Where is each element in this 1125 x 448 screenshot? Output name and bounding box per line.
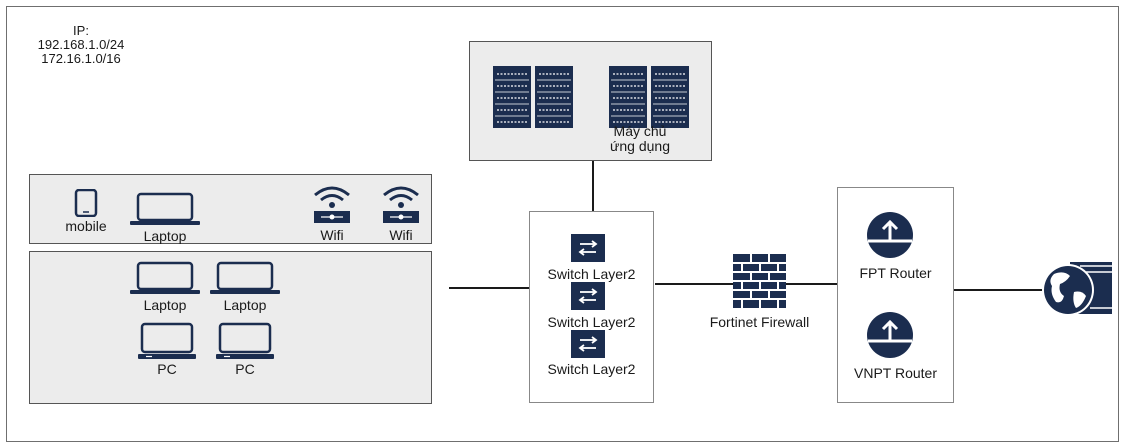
pc-1-label: PC	[157, 361, 177, 377]
router-icon	[866, 311, 914, 359]
internet-globe-icon	[1040, 262, 1114, 318]
mobile-icon	[74, 189, 98, 217]
fpt-router-label: FPT Router	[859, 265, 932, 281]
laptop-label: Laptop	[143, 228, 187, 244]
server-label-line-1: Máy chủ	[613, 123, 667, 139]
wired-zone	[29, 251, 432, 404]
router-icon	[866, 211, 914, 259]
laptop-icon	[130, 192, 200, 228]
ip-info: IP: 192.168.1.0/24 172.16.1.0/16	[26, 24, 136, 66]
switch-icon	[571, 330, 605, 358]
switch-to-firewall-line	[655, 283, 733, 285]
switch-3-label: Switch Layer2	[547, 361, 636, 377]
vnpt-router-label: VNPT Router	[854, 365, 937, 381]
server-rack-icon	[609, 66, 689, 128]
switch-icon	[571, 234, 605, 262]
wifi-2-label: Wifi	[389, 227, 413, 243]
lan-to-switch-line	[449, 287, 529, 289]
ip-subnet-2: 172.16.1.0/16	[41, 51, 121, 66]
switch-1-label: Switch Layer2	[547, 266, 636, 282]
server-label-line-2: ứng dụng	[610, 138, 670, 154]
wifi-icon	[381, 182, 421, 224]
server-rack-icon	[493, 66, 573, 128]
router-to-internet-line	[954, 289, 1042, 291]
firewall-icon	[733, 254, 786, 308]
switch-icon	[571, 282, 605, 310]
switch-2-label: Switch Layer2	[547, 314, 636, 330]
wifi-1-label: Wifi	[320, 227, 344, 243]
laptop-icon	[130, 261, 200, 297]
diagram-frame	[6, 6, 1119, 442]
server-to-switch-line	[592, 161, 594, 212]
desktop-pc-icon	[216, 322, 274, 362]
pc-2-label: PC	[235, 361, 255, 377]
laptop-2-label: Laptop	[223, 297, 267, 313]
ip-subnet-1: 192.168.1.0/24	[37, 37, 125, 52]
server-label: Máy chủ ứng dụng	[600, 124, 680, 154]
firewall-to-router-line	[786, 283, 837, 285]
mobile-label: mobile	[65, 218, 107, 234]
firewall-label: Fortinet Firewall	[709, 314, 810, 330]
ip-title: IP:	[73, 23, 89, 38]
laptop-icon	[210, 261, 280, 297]
laptop-1-label: Laptop	[143, 297, 187, 313]
wifi-icon	[312, 182, 352, 224]
desktop-pc-icon	[138, 322, 196, 362]
